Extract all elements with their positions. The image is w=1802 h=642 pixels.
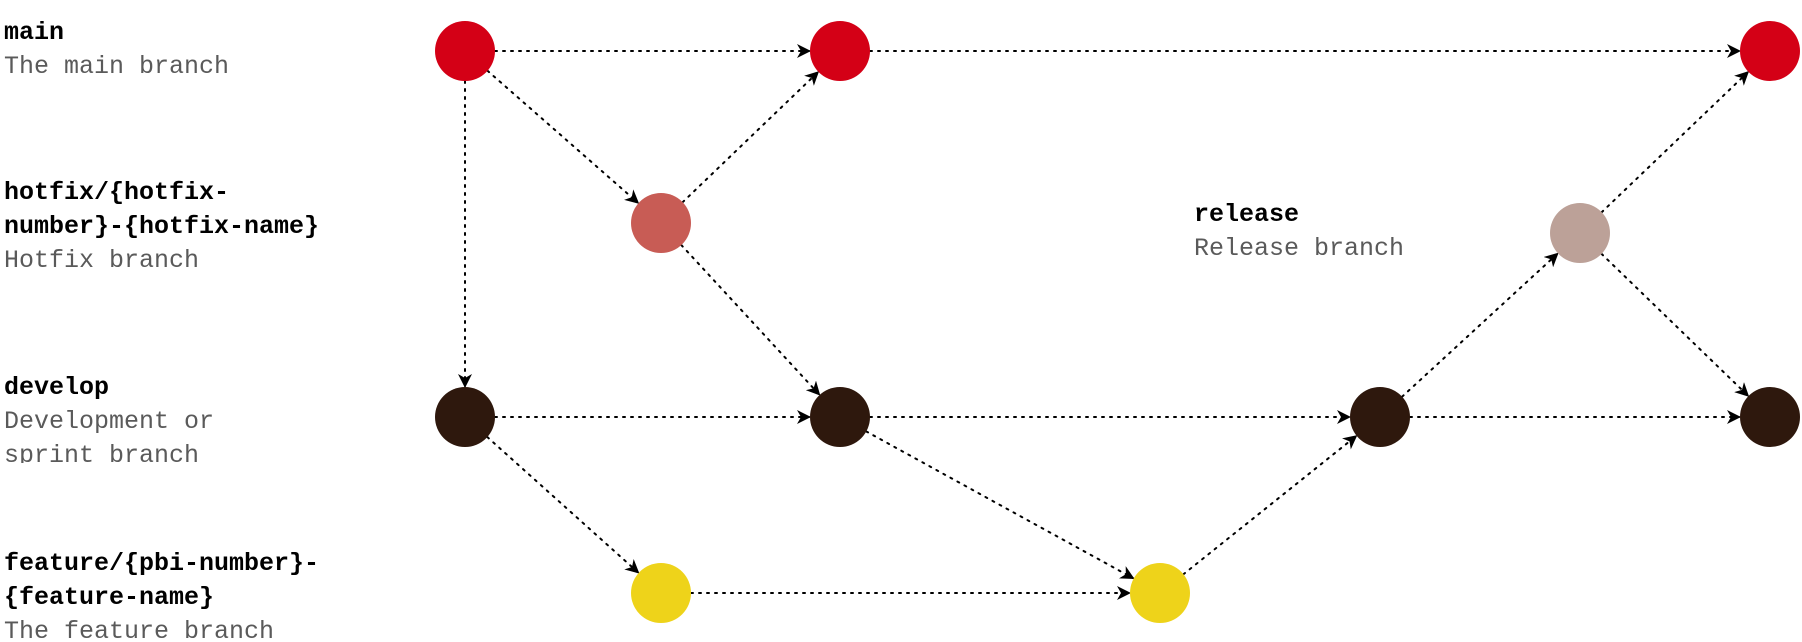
branch-description-release: Release branch: [1194, 234, 1405, 263]
commit-node-d4: [1740, 387, 1800, 447]
commit-node-f1: [631, 563, 691, 623]
commit-node-h1: [631, 193, 691, 253]
commit-node-m2: [810, 21, 870, 81]
branch-description-hotfix: Hotfix branch: [4, 246, 200, 275]
edge-d3-to-r1: [1401, 252, 1559, 398]
branch-label-main: main The main branch: [4, 16, 384, 84]
commit-node-r1: [1550, 203, 1610, 263]
nodes-layer: [435, 21, 1800, 623]
branch-description-feature: The feature branch: [4, 617, 275, 642]
branch-label-hotfix: hotfix/{hotfix- number}-{hotfix-name} Ho…: [4, 176, 384, 278]
edge-d2-to-f2: [865, 430, 1135, 580]
branch-title-release: release: [1194, 200, 1300, 229]
branch-description-main: The main branch: [4, 52, 230, 81]
edges-layer: [458, 44, 1750, 600]
commit-node-d1: [435, 387, 495, 447]
branch-description-develop: Development or sprint branch: [4, 407, 215, 463]
branch-label-develop: develop Development or sprint branch: [4, 371, 264, 463]
commit-node-d3: [1350, 387, 1410, 447]
commit-node-d2: [810, 387, 870, 447]
edge-h1-to-m2: [681, 71, 820, 204]
branch-label-feature: feature/{pbi-number}- {feature-name} The…: [4, 547, 384, 642]
edge-h1-to-d2: [680, 244, 821, 396]
branch-title-feature: feature/{pbi-number}- {feature-name}: [4, 549, 320, 612]
edge-r1-to-m3: [1600, 71, 1750, 214]
commit-node-m3: [1740, 21, 1800, 81]
edge-r1-to-d4: [1600, 252, 1750, 397]
commit-node-f2: [1130, 563, 1190, 623]
commit-node-m1: [435, 21, 495, 81]
branch-label-release: release Release branch: [1194, 198, 1574, 266]
branch-title-main: main: [4, 18, 65, 47]
branch-title-hotfix: hotfix/{hotfix- number}-{hotfix-name}: [4, 178, 320, 241]
branch-title-develop: develop: [4, 373, 110, 402]
edge-d1-to-f1: [486, 436, 640, 574]
edge-m1-to-h1: [486, 69, 640, 204]
edge-f2-to-d3: [1182, 435, 1358, 576]
